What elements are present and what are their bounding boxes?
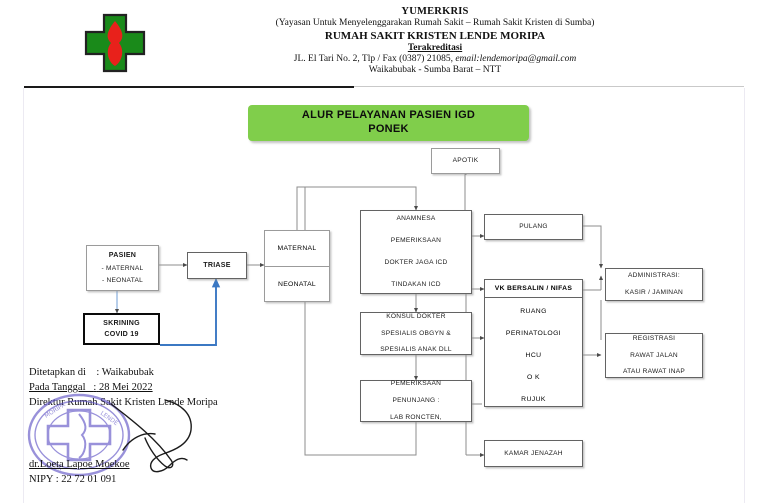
node-penunjang-line-1: PEMERIKSAAN (390, 380, 442, 388)
node-anamnesa[interactable]: ANAMNESA PEMERIKSAAN DOKTER JAGA ICD TIN… (360, 210, 472, 294)
organization-expansion: (Yayasan Untuk Menyelenggarakan Rumah Sa… (275, 18, 595, 29)
header-rule-dark (24, 86, 354, 88)
node-pemeriksaan-penunjang[interactable]: PEMERIKSAAN PENUNJANG : LAB RONCTEN, (360, 380, 472, 422)
node-penunjang-line-2: PENUNJANG : (392, 397, 440, 405)
node-pasien-title: PASIEN (108, 251, 137, 260)
banner-title-line2: PONEK (368, 123, 409, 135)
approval-date-value: 28 Mei 2022 (98, 381, 153, 393)
node-anamnesa-line-2: PEMERIKSAAN (390, 237, 442, 245)
banner-title-line1: ALUR PELAYANAN PASIEN IGD (301, 109, 476, 122)
signer-name: dr.Loeta Lapoe Moekoe (29, 459, 130, 470)
node-vk-line-2: PERINATOLOGI (505, 330, 562, 338)
node-pasien[interactable]: PASIEN - MATERNAL - NEONATAL (86, 245, 159, 291)
node-administrasi[interactable]: ADMINISTRASI: KASIR / JAMINAN (605, 268, 703, 301)
letterhead-text-block: YUMERKRIS (Yayasan Untuk Menyelenggaraka… (175, 6, 695, 76)
node-konsul-line-2: SPESIALIS OBGYN & (381, 329, 451, 337)
node-konsul-line-1: KONSUL DOKTER (386, 312, 446, 320)
address-text: JL. El Tari No. 2, Tlp / Fax (0387) 2108… (293, 53, 456, 64)
node-pulang[interactable]: PULANG (484, 214, 583, 240)
green-cross-red-flame-logo (84, 13, 146, 73)
node-registrasi[interactable]: REGISTRASI RAWAT JALAN ATAU RAWAT INAP (605, 333, 703, 378)
node-apotik-label: APOTIK (452, 157, 479, 165)
approval-position: Direktur Rumah Sakit Kristen Lende Morip… (29, 396, 218, 408)
node-pasien-item-2: - NEONATAL (101, 276, 144, 284)
node-penunjang-line-3: LAB RONCTEN, (390, 413, 442, 421)
svg-text:RSK: RSK (49, 461, 64, 472)
approval-block: Ditetapkan di : Waikabubak Pada Tanggal … (29, 366, 329, 411)
letterhead: YUMERKRIS (Yayasan Untuk Menyelenggaraka… (0, 0, 768, 86)
signer-id: NIPY : 22 72 01 091 (29, 474, 117, 485)
node-vk-line-3: HCU (525, 351, 542, 359)
node-kamar-jenazah[interactable]: KAMAR JENAZAH (484, 440, 583, 467)
approval-place-label: Ditetapkan di (29, 367, 86, 378)
approval-date-label: Pada Tanggal (29, 381, 86, 393)
node-anamnesa-line-1: ANAMNESA (396, 215, 436, 223)
node-vk-line-5: RUJUK (521, 395, 546, 403)
page-edge-left (23, 88, 24, 503)
node-neonatal-label: NEONATAL (277, 281, 317, 288)
node-maternal-label: MATERNAL (265, 231, 329, 267)
hospital-name: RUMAH SAKIT KRISTEN LENDE MORIPA (324, 29, 546, 42)
approval-date-sep: : (93, 381, 97, 393)
city-line: Waikabubak - Sumba Barat – NTT (368, 64, 502, 75)
node-anamnesa-line-3: DOKTER JAGA ICD (384, 259, 448, 266)
node-konsul-line-3: SPESIALIS ANAK DLL (380, 346, 452, 354)
organization-name: YUMERKRIS (401, 6, 469, 17)
handwritten-signature (110, 399, 192, 473)
address-line: JL. El Tari No. 2, Tlp / Fax (0387) 2108… (175, 54, 695, 65)
node-skrining-line-1: SKRINING (103, 319, 140, 328)
approval-place-row: Ditetapkan di : Waikabubak (29, 366, 329, 381)
node-registrasi-line-3: ATAU RAWAT INAP (622, 368, 686, 376)
node-triase-label: TRIASE (203, 261, 231, 270)
node-triase[interactable]: TRIASE (187, 252, 247, 279)
node-vk-line-1: RUANG (520, 308, 547, 316)
diagram-title-banner: ALUR PELAYANAN PASIEN IGD PONEK (248, 105, 529, 141)
node-skrining-covid[interactable]: SKRINING COVID 19 (83, 313, 160, 345)
banner-title: ALUR PELAYANAN PASIEN IGD PONEK (302, 109, 475, 137)
approval-date-row: Pada Tanggal : 28 Mei 2022 (29, 381, 329, 396)
approval-place-sep: : (96, 367, 100, 378)
node-pulang-label: PULANG (519, 223, 548, 231)
email-text: email:lendemoripa@gmail.com (455, 53, 577, 64)
page-edge-right (744, 88, 745, 503)
accreditation-label: Terakreditasi (407, 42, 463, 53)
node-skrining-line-2: COVID 19 (104, 330, 139, 338)
node-vk-bersalin-nifas[interactable]: VK BERSALIN / NIFAS RUANG PERINATOLOGI H… (484, 279, 583, 407)
node-administrasi-line-1: ADMINISTRASI: (628, 272, 680, 280)
node-apotik[interactable]: APOTIK (431, 148, 500, 174)
round-purple-hospital-stamp: MORIPA LENDE RSK (27, 393, 131, 477)
node-anamnesa-line-4: TINDAKAN ICD (391, 280, 441, 288)
header-rule-light (354, 86, 744, 87)
node-konsul-dokter[interactable]: KONSUL DOKTER SPESIALIS OBGYN & SPESIALI… (360, 312, 472, 355)
node-pasien-item-1: - MATERNAL (101, 264, 144, 272)
node-administrasi-line-2: KASIR / JAMINAN (625, 289, 683, 296)
node-jenazah-label: KAMAR JENAZAH (504, 449, 563, 457)
node-registrasi-line-2: RAWAT JALAN (630, 351, 678, 359)
node-vk-line-4: O K (527, 373, 540, 381)
node-maternal-neonatal[interactable]: MATERNAL NEONATAL (264, 230, 330, 302)
approval-place-value: Waikabubak (101, 367, 154, 378)
node-registrasi-line-1: REGISTRASI (632, 334, 676, 342)
node-vk-header: VK BERSALIN / NIFAS (485, 280, 582, 298)
